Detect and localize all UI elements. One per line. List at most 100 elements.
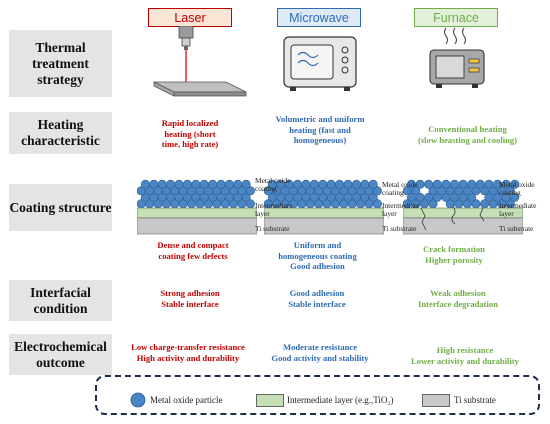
row-label-interfacial-condition: Interfacial condition [9, 280, 112, 321]
metal-oxide-particle [351, 179, 361, 189]
label-line: Metal oxide [499, 180, 535, 189]
label-line: Metal oxide [255, 176, 291, 185]
metal-oxide-particle [458, 179, 468, 189]
column-header-microwave: Microwave [277, 8, 361, 27]
row-label-text: Thermal treatment strategy [32, 39, 89, 87]
label-line: Metal oxide [382, 180, 418, 189]
metal-oxide-particle [360, 179, 370, 189]
metal-oxide-particle [484, 179, 494, 189]
text-line: Volumetric and uniform [275, 114, 365, 124]
legend-intermediate-label: Intermediate layer (e.g.,TiO₂) [287, 395, 394, 405]
metal-oxide-particles [137, 179, 255, 209]
metal-oxide-particles [403, 179, 520, 209]
label-line: coating [255, 184, 277, 193]
laser-illustration [153, 26, 247, 97]
legend-particle-label: Metal oxide particle [150, 395, 223, 405]
metal-oxide-particle [326, 179, 336, 189]
metal-oxide-particle [467, 192, 477, 202]
metal-oxide-particle [208, 179, 218, 189]
label-line: layer [255, 209, 270, 218]
metal-oxide-particle [157, 179, 167, 189]
text-line: homogeneous coating [278, 250, 357, 261]
row-label-text: Heating characteristic [21, 117, 100, 148]
text-line: (slow heasting and cooling) [417, 134, 518, 145]
column-header-furnace: Furnace [414, 8, 498, 27]
metal-oxide-particle [475, 179, 485, 189]
legend-substrate-label: Ti substrate [454, 395, 496, 405]
label-line: layer [499, 209, 514, 218]
metal-oxide-particle [335, 179, 345, 189]
metal-oxide-particle [467, 179, 477, 189]
metal-oxide-particles [264, 179, 382, 209]
text-line: heating (short [164, 128, 216, 139]
electro-furnace-text: High resistance Lower activity and durab… [395, 345, 535, 366]
metal-oxide-particle [241, 179, 251, 189]
heating-microwave-text: Volumetric and uniform heating (fast and… [260, 114, 380, 146]
text-line: Strong adhesion [160, 288, 220, 298]
text-line: Good adhesion [289, 288, 345, 298]
label-metal-oxide-coating: Metal oxide coating [499, 181, 535, 197]
metal-oxide-particle [432, 179, 442, 189]
furnace-illustration [429, 27, 485, 88]
metal-oxide-particle [149, 179, 159, 189]
text-line: Stable interface [288, 298, 346, 309]
legend-intermediate-swatch [256, 394, 284, 407]
metal-oxide-particle [343, 179, 353, 189]
coating-furnace-text: Crack formation Higher porosity [400, 244, 508, 265]
text-line: coating few defects [158, 250, 228, 261]
metal-oxide-particle [191, 179, 201, 189]
metal-oxide-particle [368, 192, 378, 202]
metal-oxide-particle [441, 179, 451, 189]
metal-oxide-particle [233, 179, 243, 189]
crack-line [479, 207, 485, 222]
legend-substrate-swatch [422, 394, 450, 407]
text-line: Interface degradation [418, 298, 498, 309]
metal-oxide-particle [245, 186, 255, 196]
metal-oxide-particle [216, 179, 226, 189]
coating-microwave-text: Uniform and homogeneous coating Good adh… [260, 240, 375, 272]
metal-oxide-particle [449, 179, 459, 189]
label-ti-substrate: Ti substrate [382, 224, 417, 233]
text-line: Good adhesion [290, 261, 345, 272]
crack-line [451, 205, 456, 225]
metal-oxide-particle [411, 186, 421, 196]
row-label-heating-characteristic: Heating characteristic [9, 112, 112, 154]
text-line: High resistance [436, 345, 494, 355]
label-line: Intermediate [499, 201, 537, 210]
label-line: Intermediate [382, 201, 420, 210]
label-ti-substrate: Ti substrate [499, 224, 534, 233]
microwave-illustration [283, 36, 357, 91]
label-intermediate-layer: Intermediate layer [499, 202, 536, 218]
metal-oxide-particle [174, 179, 184, 189]
metal-oxide-particle [510, 192, 520, 202]
text-line: Crack formation [423, 244, 485, 254]
metal-oxide-particle [368, 179, 378, 189]
column-header-laser: Laser [148, 8, 232, 27]
label-intermediate-layer: Intermediate layer [382, 202, 419, 218]
text-line: Weak adhesion [430, 288, 486, 298]
row-label-text: Interfacial condition [30, 284, 91, 316]
text-line: Moderate resistance [282, 342, 358, 352]
text-line: Conventional heating [428, 124, 507, 134]
metal-oxide-particle [166, 179, 176, 189]
metal-oxide-particle [182, 179, 192, 189]
coating-laser-diagram [137, 179, 257, 235]
label-line: coating [382, 188, 404, 197]
text-line: heating (fast and [289, 124, 351, 135]
legend-particle-swatch [130, 392, 146, 408]
row-label-electrochemical-outcome: Electrochemical outcome [9, 334, 112, 375]
text-line: Higher porosity [425, 254, 483, 265]
text-line: Uniform and [293, 240, 342, 250]
label-line: Intermediate [255, 201, 293, 210]
metal-oxide-particle [424, 179, 434, 189]
metal-oxide-particle [241, 192, 251, 202]
metal-oxide-particle [318, 179, 328, 189]
metal-oxide-particle [293, 179, 303, 189]
heating-furnace-text: Conventional heating (slow heasting and … [400, 124, 535, 145]
text-line: Stable interface [161, 298, 219, 309]
metal-oxide-particle [372, 186, 382, 196]
text-line: Lower activity and durability [411, 355, 519, 366]
label-metal-oxide-coating: Metal oxide coating [255, 177, 291, 193]
interfacial-laser-text: Strong adhesion Stable interface [135, 288, 245, 309]
text-line: Rapid localized [161, 118, 219, 128]
